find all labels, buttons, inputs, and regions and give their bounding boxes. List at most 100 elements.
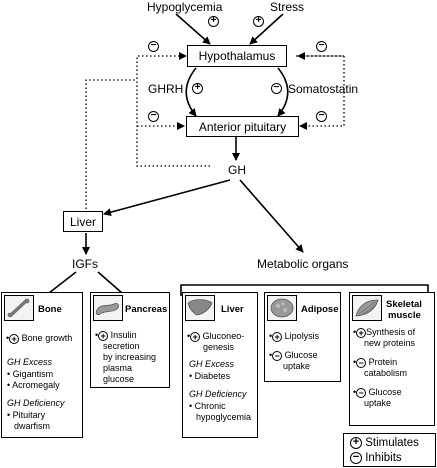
legend-stimulates-label: Stimulates — [365, 437, 419, 449]
plus-sign-bone: + — [9, 333, 20, 344]
minus-sign-feedback-left-upper: − — [148, 41, 159, 52]
bullet: • — [353, 357, 357, 367]
muscle-effect-3: •− Protein — [353, 357, 397, 368]
node-gh: GH — [228, 163, 246, 177]
arrow-gh-liver — [103, 179, 231, 217]
pancreas-title: Pancreas — [125, 304, 168, 315]
minus-sign-adipose: − — [272, 350, 283, 361]
legend-inhibits: − Inhibits — [350, 451, 402, 465]
bone-deficiency-heading: GH Deficiency — [7, 398, 65, 408]
minus-sign-feedback-right-upper: − — [316, 41, 327, 52]
skeletal-muscle-title-2: muscle — [388, 310, 421, 321]
bullet: • — [269, 331, 273, 341]
bone-deficiency-1: • Pituitary — [7, 410, 46, 420]
plus-sign-hypoglycemia: + — [208, 16, 219, 27]
adipose-glucose-text: Glucose — [284, 350, 318, 360]
liver-gluconeo-text: Gluconeo- — [202, 331, 245, 341]
bone-deficiency-2: dwarfism — [14, 421, 51, 431]
feedback-loop-igf — [85, 79, 137, 209]
plus-sign-muscle: + — [356, 327, 367, 338]
bone-icon — [4, 295, 34, 321]
metabolic-bracket — [180, 284, 429, 296]
adipose-effect-2: •− Glucose — [269, 350, 318, 361]
pancreas-effect-2: secretion — [103, 341, 140, 351]
node-liver-label: Liver — [69, 214, 96, 229]
bullet: • — [353, 327, 357, 337]
plus-sign-ghrh: + — [192, 83, 203, 94]
adipose-title: Adipose — [301, 304, 339, 315]
label-ghrh: GHRH — [148, 82, 184, 96]
minus-sign-muscle-glucose: − — [356, 387, 367, 398]
bone-title: Bone — [38, 304, 62, 315]
legend-inhibits-label: Inhibits — [365, 452, 402, 464]
liver-effect-1: •+ Gluconeo- — [187, 331, 244, 342]
organ-card-skeletal-muscle: Skeletal muscle •+Synthesis of new prote… — [349, 292, 435, 426]
liver-deficiency-1: • Chronic — [189, 401, 226, 411]
minus-sign-somatostatin: − — [271, 83, 282, 94]
plus-sign-liver: + — [190, 331, 201, 342]
bullet: • — [187, 331, 191, 341]
liver-excess-1: • Diabetes — [189, 371, 231, 381]
liver-deficiency-2: hypoglycemia — [196, 412, 252, 422]
bone-growth-text: Bone growth — [21, 333, 73, 343]
organ-card-bone: Bone •+ Bone growth GH Excess • Gigantis… — [1, 292, 83, 438]
pancreas-insulin-text: Insulin — [110, 330, 137, 340]
pancreas-effect-1: •+ Insulin — [95, 330, 137, 341]
bullet: • — [6, 333, 10, 343]
muscle-effect-1: •+Synthesis of — [353, 327, 415, 338]
liver-deficiency-heading: GH Deficiency — [189, 389, 247, 399]
liver-icon — [185, 295, 215, 321]
muscle-icon — [352, 295, 382, 321]
node-hypoglycemia: Hypoglycemia — [147, 0, 223, 14]
bone-excess-2: • Acromegaly — [7, 380, 60, 390]
adipose-effect-1: •+ Lipolysis — [269, 331, 319, 342]
minus-sign-feedback-right-lower: − — [316, 111, 327, 122]
liver-title: Liver — [221, 304, 244, 315]
adipose-icon — [267, 295, 297, 321]
plus-sign-stress: + — [253, 16, 264, 27]
skeletal-muscle-title-1: Skeletal — [386, 299, 422, 310]
plus-sign-pancreas: + — [98, 330, 109, 341]
pancreas-effect-4: plasma — [103, 363, 133, 373]
pancreas-effect-3: by increasing — [103, 352, 157, 362]
node-metabolic-organs: Metabolic organs — [257, 257, 349, 271]
minus-sign-muscle-protein: − — [356, 357, 367, 368]
bullet: • — [269, 350, 273, 360]
liver-excess-heading: GH Excess — [189, 359, 235, 369]
bone-effect: •+ Bone growth — [6, 333, 72, 344]
organ-card-liver: Liver •+ Gluconeo- genesis GH Excess • D… — [182, 292, 258, 438]
muscle-effect-5: •− Glucose — [353, 387, 402, 398]
legend-stimulates: + Stimulates — [350, 436, 419, 450]
bone-excess-1: • Gigantism — [7, 369, 54, 379]
node-hypothalamus-label: Hypothalamus — [198, 49, 276, 63]
feedback-loop-outer — [136, 52, 210, 167]
arrow-gh-metabolic — [239, 179, 304, 253]
node-anterior-pituitary: Anterior pituitary — [186, 116, 299, 137]
adipose-lipolysis-text: Lipolysis — [284, 331, 320, 341]
legend: + Stimulates − Inhibits — [343, 433, 436, 467]
legend-minus-icon: − — [350, 451, 362, 464]
muscle-effect-2: new proteins — [364, 338, 416, 348]
bone-excess-heading: GH Excess — [7, 357, 53, 367]
node-anterior-pituitary-label: Anterior pituitary — [198, 119, 287, 134]
arrow-hypoglycemia-hypothalamus — [175, 13, 211, 45]
legend-plus-icon: + — [350, 436, 362, 449]
muscle-protein-text: Protein — [368, 357, 398, 367]
arrow-ghrh — [185, 67, 197, 117]
node-stress: Stress — [270, 0, 305, 14]
node-hypothalamus: Hypothalamus — [187, 45, 287, 67]
muscle-effect-4: catabolism — [364, 368, 408, 378]
muscle-effect-6: uptake — [364, 398, 392, 408]
pancreas-icon — [93, 295, 123, 321]
arrow-somatostatin — [277, 67, 289, 117]
liver-effect-2: genesis — [203, 342, 235, 352]
pancreas-effect-5: glucose — [103, 374, 135, 384]
minus-sign-feedback-left-lower: − — [148, 111, 159, 122]
bullet: • — [95, 330, 99, 340]
muscle-glucose-text: Glucose — [368, 387, 402, 397]
plus-sign-adipose: + — [272, 331, 283, 342]
organ-card-pancreas: Pancreas •+ Insulin secretion by increas… — [90, 292, 170, 388]
bullet: • — [353, 387, 357, 397]
